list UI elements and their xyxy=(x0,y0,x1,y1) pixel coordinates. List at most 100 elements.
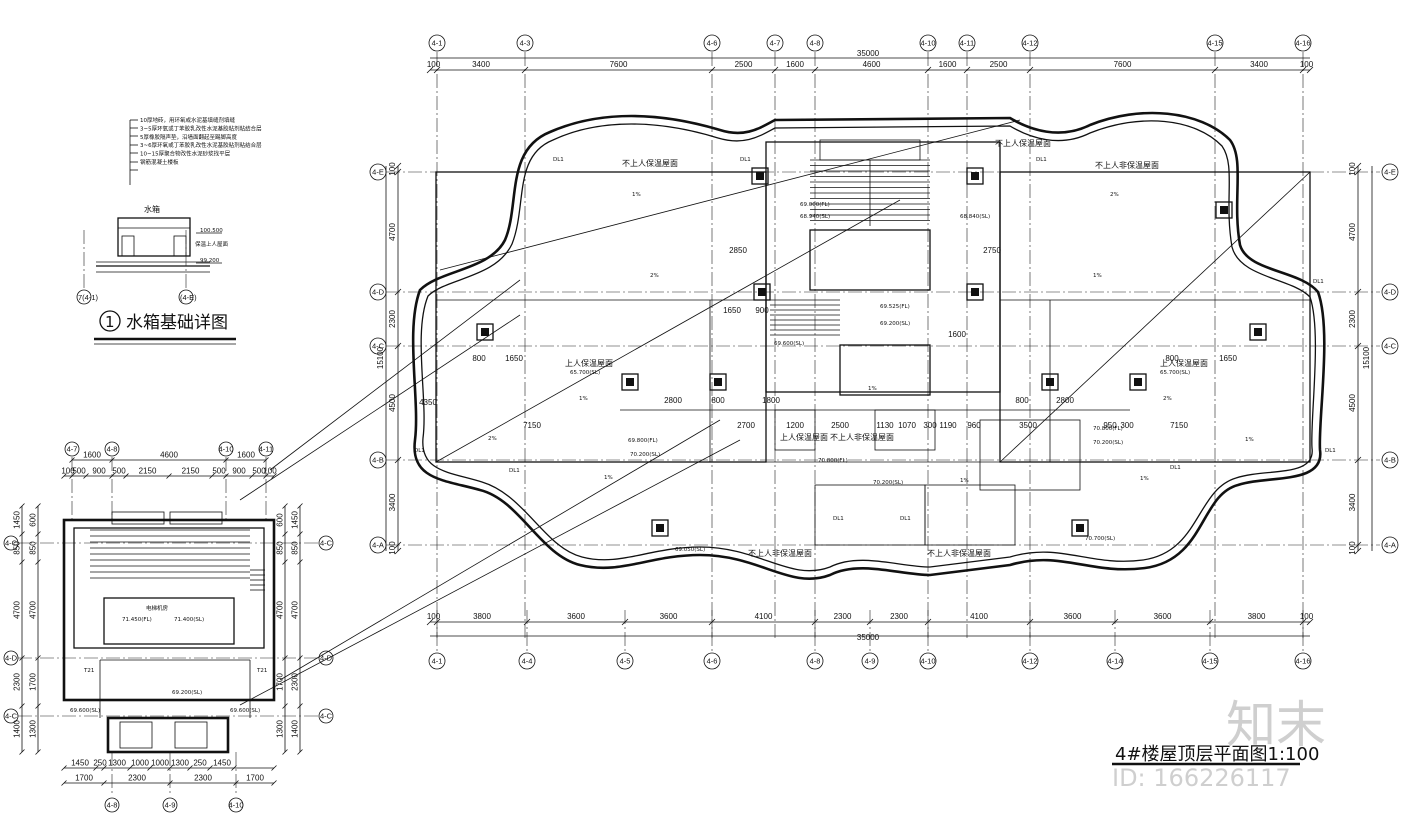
axis-top: 4-10 xyxy=(920,39,935,48)
tank-base-elevation: 99.200 xyxy=(200,258,220,264)
axis-top: 4-12 xyxy=(1022,39,1037,48)
inner-dim: 950 xyxy=(1103,421,1117,430)
drain-tag: DL1 xyxy=(900,516,911,522)
left-total-dim: 15100 xyxy=(376,346,385,369)
inner-dim: 1600 xyxy=(948,330,966,339)
drain-tag: DL1 xyxy=(1170,465,1181,471)
elevation-mark: 69.200(SL) xyxy=(880,321,910,327)
stair-labels: 电梯机房71.450(FL)71.400(SL)69.600(SL)69.200… xyxy=(70,604,267,714)
inner-dim: 2850 xyxy=(729,246,747,255)
slope-mark: 1% xyxy=(1140,476,1149,482)
stair-top-dim-2: 2150 xyxy=(182,467,200,476)
axis-bottom: 4-16 xyxy=(1295,657,1310,666)
slope-mark: 2% xyxy=(1163,396,1172,402)
drain-tag: DL1 xyxy=(833,516,844,522)
stair-top-dim: 4600 xyxy=(160,451,178,460)
elevation-mark: 69.800(FL) xyxy=(628,438,658,444)
left-dim: 4700 xyxy=(388,223,397,241)
column xyxy=(1071,519,1089,537)
right-dim: 100 xyxy=(1348,162,1357,176)
roof-type-label: 不上人保温屋面 xyxy=(995,138,1051,148)
axis-right-circle xyxy=(1381,337,1399,355)
axis-top: 4-1 xyxy=(432,39,443,48)
inner-dim: 2500 xyxy=(831,421,849,430)
elevation-mark: 70.200(SL) xyxy=(873,480,903,486)
axis-bottom-circle xyxy=(1294,652,1312,670)
roof-type-label: 不上人保温屋面 xyxy=(622,158,678,168)
column xyxy=(1041,373,1059,391)
slope-mark: 2% xyxy=(488,436,497,442)
main-labels: 上人保温屋面上人保温屋面不上人保温屋面不上人保温屋面不上人非保温屋面不上人非保温… xyxy=(414,138,1336,558)
inner-dim: 7150 xyxy=(523,421,541,430)
stair-top-dim-2: 900 xyxy=(92,467,106,476)
top-dim: 1600 xyxy=(786,60,804,69)
axis-top: 4-16 xyxy=(1295,39,1310,48)
axis-bottom-circle xyxy=(518,652,536,670)
column xyxy=(476,323,494,341)
inner-dim: 7150 xyxy=(1170,421,1188,430)
bottom-total-dim: 35000 xyxy=(857,633,880,642)
axis-bottom: 4-15 xyxy=(1202,657,1217,666)
slope-mark: 1% xyxy=(604,475,613,481)
detail-axis-right: (4-E) xyxy=(180,293,197,302)
bottom-dim: 3600 xyxy=(1154,612,1172,621)
stair-axis-right-circle xyxy=(318,708,334,724)
stair-axis-left: 4-C xyxy=(5,539,18,548)
drain-tag: DL1 xyxy=(553,157,564,163)
column xyxy=(751,167,769,185)
stair-right-dim-2: 600 xyxy=(276,513,285,527)
axis-bottom: 4-14 xyxy=(1107,657,1122,666)
axis-top-circle xyxy=(806,34,824,52)
drain-tag: DL1 xyxy=(1325,448,1336,454)
detail-axis-left: 7(4-1) xyxy=(78,293,99,302)
column xyxy=(966,167,984,185)
watermark-brand: 知末 xyxy=(1226,696,1326,754)
slope-mark: 2% xyxy=(650,273,659,279)
axis-top: 4-6 xyxy=(707,39,718,48)
axis-top: 4-15 xyxy=(1207,39,1222,48)
layer-note: 3~5厚环氧或丁苯胶乳改性水泥基胶粘剂粘结合层 xyxy=(140,124,262,132)
elevation-mark: 69.600(SL) xyxy=(774,341,804,347)
tank-top-elevation: 100.500 xyxy=(200,228,223,234)
stair-left-dim: 2300 xyxy=(13,673,22,691)
stair-axis-right: 4-C xyxy=(320,712,333,721)
axis-left: 4-D xyxy=(372,288,385,297)
layer-note: 10~15厚聚合物改性水泥砂浆找平层 xyxy=(140,150,231,158)
stair-treads-small xyxy=(90,529,265,591)
axis-top-circle xyxy=(766,34,784,52)
column xyxy=(651,519,669,537)
inner-dim: 960 xyxy=(967,421,981,430)
axis-bottom: 4-10 xyxy=(920,657,935,666)
slope-mark: 1% xyxy=(1093,273,1102,279)
roof-type-label: 上人保温屋面 xyxy=(780,432,828,442)
top-dim: 7600 xyxy=(610,60,628,69)
drain-tag: DL1 xyxy=(1036,157,1047,163)
stair-top-dim-2: 500 xyxy=(72,467,86,476)
stair-top-dim-2: 900 xyxy=(232,467,246,476)
bottom-dim: 3800 xyxy=(1248,612,1266,621)
right-total-dim: 15100 xyxy=(1362,346,1371,369)
stair-left-dim-2: 4700 xyxy=(29,601,38,619)
stair-left-dim: 4700 xyxy=(13,601,22,619)
axis-right: 4-A xyxy=(1384,541,1396,550)
stair-right-dim-2: 4700 xyxy=(276,601,285,619)
stair-label: 69.200(SL) xyxy=(172,690,202,696)
bottom-dim: 2300 xyxy=(890,612,908,621)
stair-label: 69.600(SL) xyxy=(230,708,260,714)
stair-axis-left: 4-D xyxy=(5,654,18,663)
stair-left-dim-2: 600 xyxy=(29,513,38,527)
parapet-inner-outline xyxy=(420,120,1317,572)
axis-left: 4-A xyxy=(372,541,384,550)
axis-top-circle xyxy=(1294,34,1312,52)
right-dim: 4500 xyxy=(1348,394,1357,412)
column xyxy=(1249,323,1267,341)
drawing-title: 4#楼屋顶层平面图1:100 xyxy=(1115,744,1319,765)
top-dim: 100 xyxy=(1300,60,1314,69)
stair-axis-left-circle xyxy=(3,650,19,666)
stair-bottom-dim: 1450 xyxy=(213,759,231,768)
layer-note: 3~6厚环氧或丁苯胶乳改性水泥基胶粘剂粘结合层 xyxy=(140,141,262,149)
stair-axis-left-circle xyxy=(3,708,19,724)
